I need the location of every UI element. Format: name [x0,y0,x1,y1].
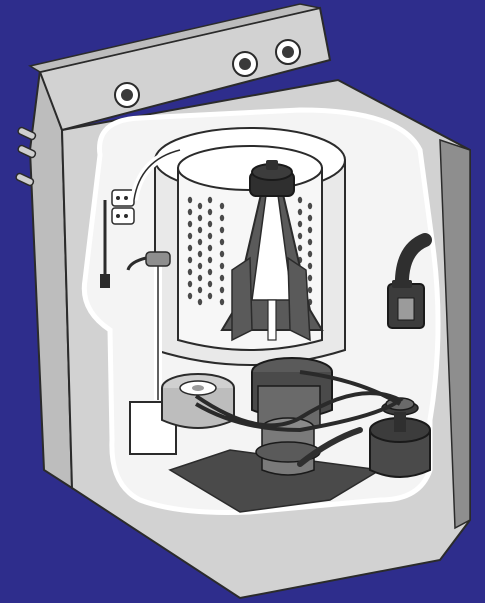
perforation-hole [308,239,312,245]
perforation-hole [208,221,212,227]
perforation-hole [188,281,192,287]
perforation-hole [308,215,312,221]
perforation-hole [198,203,202,209]
perforation-hole [298,209,302,215]
water-level-switch-sensor [100,274,110,288]
perforation-hole [198,263,202,269]
perforation-hole [198,227,202,233]
perforation-hole [188,197,192,203]
control-knob [115,83,139,107]
perforation-hole [208,209,212,215]
control-knob [276,40,300,64]
perforation-hole [208,257,212,263]
perforation-hole [208,233,212,239]
perforation-hole [298,233,302,239]
perforation-hole [198,251,202,257]
perforation-hole [308,287,312,293]
perforation-hole [220,275,224,281]
perforation-hole [188,233,192,239]
perforation-hole [188,245,192,251]
perforation-hole [298,197,302,203]
perforation-hole [220,203,224,209]
perforation-hole [308,263,312,269]
perforation-hole [220,287,224,293]
perforation-hole [220,263,224,269]
perforation-hole [208,269,212,275]
perforation-hole [298,245,302,251]
perforation-hole [188,269,192,275]
perforation-hole [188,257,192,263]
perforation-hole [198,215,202,221]
perforation-hole [308,275,312,281]
perforation-hole [188,293,192,299]
perforation-hole [198,287,202,293]
perforation-hole [208,293,212,299]
agitator-vane [232,258,252,340]
perforation-hole [220,215,224,221]
agitator-vane [288,258,310,340]
perforation-hole [198,239,202,245]
perforation-hole [220,239,224,245]
perforation-hole [208,281,212,287]
perforation-hole [308,203,312,209]
perforation-hole [298,221,302,227]
perforation-hole [308,251,312,257]
perforation-hole [220,299,224,305]
perforation-hole [188,209,192,215]
perforation-hole [220,227,224,233]
perforation-hole [198,299,202,305]
perforation-hole [208,197,212,203]
perforation-hole [208,245,212,251]
perforation-hole [308,227,312,233]
perforation-hole [198,275,202,281]
control-knob [233,52,257,76]
perforation-hole [188,221,192,227]
perforation-hole [220,251,224,257]
